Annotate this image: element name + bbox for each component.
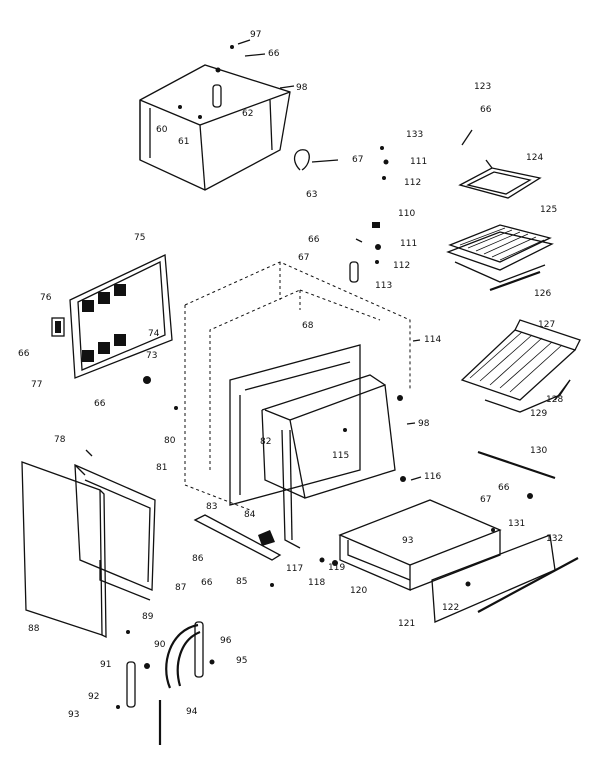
callout: 121 — [398, 619, 415, 629]
side-panel-75 — [51, 254, 173, 379]
callout: 73 — [146, 351, 157, 361]
callout-labels: 97 66 98 60 61 62 63 67 123 66 133 111 1… — [18, 30, 563, 720]
callout: 68 — [302, 321, 314, 331]
callout: 126 — [534, 289, 551, 299]
callout: 115 — [332, 451, 349, 461]
callout: 75 — [134, 233, 145, 243]
callout: 120 — [350, 586, 367, 596]
callout: 111 — [400, 239, 417, 249]
callout: 62 — [242, 109, 253, 119]
leader-lines — [85, 39, 571, 481]
callout: 84 — [244, 510, 256, 520]
oven-body-frame — [184, 261, 411, 511]
callout: 67 — [480, 495, 491, 505]
callout: 111 — [410, 157, 427, 167]
callout: 116 — [424, 472, 441, 482]
callout: 74 — [148, 329, 160, 339]
callout: 89 — [142, 612, 154, 622]
callout: 82 — [260, 437, 271, 447]
callout: 78 — [54, 435, 66, 445]
callout: 76 — [40, 293, 52, 303]
top-cabinet-assembly — [139, 64, 291, 191]
callout: 90 — [154, 640, 166, 650]
callout: 85 — [236, 577, 247, 587]
callout: 93 — [68, 710, 79, 720]
clip-63 — [293, 149, 339, 171]
callout: 94 — [186, 707, 198, 717]
outer-door-88 — [21, 461, 107, 639]
callout: 117 — [286, 564, 303, 574]
callout: 67 — [352, 155, 363, 165]
callout: 125 — [540, 205, 557, 215]
callout: 66 — [308, 235, 320, 245]
callout: 66 — [480, 105, 492, 115]
callout: 66 — [94, 399, 106, 409]
trim-strip-130 — [477, 450, 556, 480]
callout: 86 — [192, 554, 204, 564]
callout: 110 — [398, 209, 415, 219]
callout: 66 — [201, 578, 213, 588]
callout: 112 — [404, 178, 421, 188]
callout: 133 — [406, 130, 423, 140]
door-frame-117 — [281, 429, 301, 549]
callout: 80 — [164, 436, 176, 446]
callout: 88 — [28, 624, 40, 634]
callout: 112 — [393, 261, 410, 271]
screws — [116, 45, 533, 709]
oven-rack-127 — [460, 319, 581, 413]
callout: 92 — [88, 692, 99, 702]
door-handle-96 — [165, 621, 204, 689]
callout: 128 — [546, 395, 563, 405]
callout: 91 — [100, 660, 111, 670]
callout: 87 — [175, 583, 186, 593]
callout: 119 — [328, 563, 345, 573]
callout: 66 — [268, 49, 280, 59]
callout: 67 — [298, 253, 309, 263]
callout: 127 — [538, 320, 555, 330]
callout: 118 — [308, 578, 325, 588]
hinge-84 — [193, 514, 282, 561]
callout: 60 — [156, 125, 168, 135]
callout: 122 — [442, 603, 459, 613]
broiler-rack-124 — [458, 159, 542, 199]
handle-bracket-91 — [126, 661, 136, 708]
storage-drawer-120 — [338, 499, 502, 591]
callout: 81 — [156, 463, 167, 473]
callout: 129 — [530, 409, 547, 419]
callout: 124 — [526, 153, 543, 163]
callout: 97 — [250, 30, 261, 40]
callout: 66 — [18, 349, 30, 359]
callout: 98 — [296, 83, 308, 93]
callout: 95 — [236, 656, 247, 666]
callout: 63 — [306, 190, 317, 200]
callout: 113 — [375, 281, 392, 291]
broiler-pan-125 — [446, 224, 554, 292]
callout: 132 — [546, 534, 563, 544]
callout: 123 — [474, 82, 491, 92]
inner-door-panel-87 — [74, 463, 156, 601]
callout: 66 — [498, 483, 510, 493]
callout: 98 — [418, 419, 430, 429]
callout: 83 — [206, 502, 217, 512]
callout: 131 — [508, 519, 525, 529]
callout: 93 — [402, 536, 413, 546]
callout: 130 — [530, 446, 547, 456]
kick-strip-132 — [477, 557, 579, 613]
callout: 96 — [220, 636, 232, 646]
callout: 61 — [178, 137, 189, 147]
callout: 114 — [424, 335, 441, 345]
callout: 77 — [31, 380, 42, 390]
